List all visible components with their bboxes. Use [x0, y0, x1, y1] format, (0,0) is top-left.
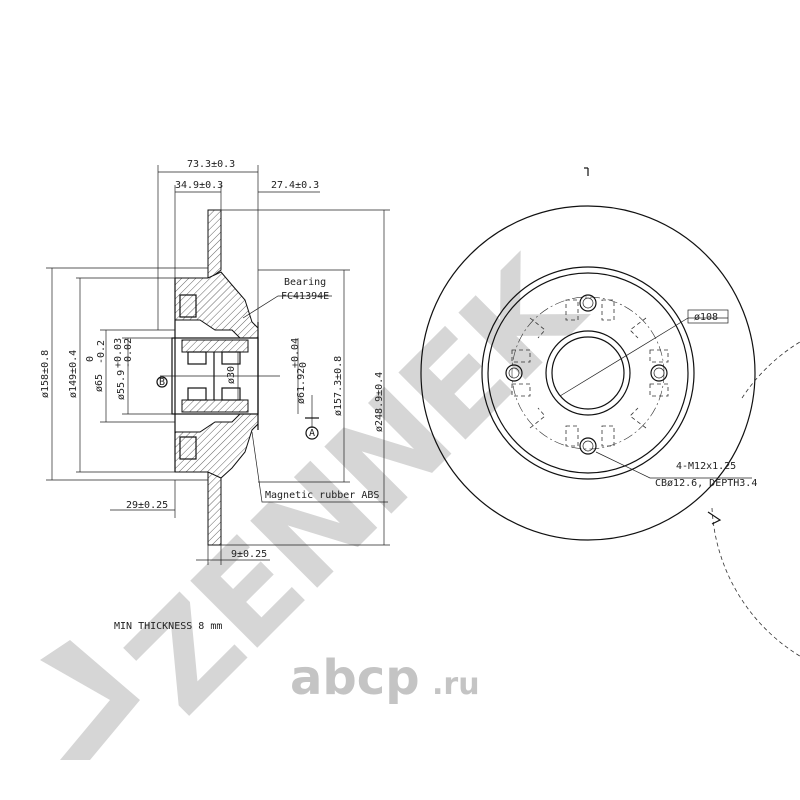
- bearing-race-top: [181, 339, 249, 353]
- dim-disc-thickness: 9±0.25: [231, 549, 267, 560]
- dim-bore-main: ø65: [94, 374, 105, 392]
- dim-bore-main-tol-upper: 0: [85, 356, 96, 362]
- bearing-label: Bearing: [284, 277, 326, 288]
- dim-bore-inner-tol-upper: +0.03: [113, 338, 124, 368]
- dim-disc-diameter: ø248.9±0.4: [374, 372, 385, 432]
- dim-pcd: ø108: [694, 312, 718, 323]
- dim-total-width: 73.3±0.3: [187, 159, 235, 170]
- roller-4: [221, 387, 241, 401]
- thread-label: 4-M12x1.25: [676, 461, 736, 472]
- marker-a: [305, 426, 319, 440]
- min-thickness-note: MIN THICKNESS 8 mm: [114, 621, 222, 632]
- dim-abs-diameter: ø157.3±0.8: [333, 356, 344, 416]
- dim-bearing-seat-tol-lower: 0: [298, 362, 309, 368]
- dim-flange-thickness: 29±0.25: [126, 500, 168, 511]
- marker-a-label: A: [309, 428, 315, 439]
- dimension-text: 73.3±0.3 34.9±0.3 27.4±0.3 ø158±0.8 ø149…: [40, 159, 385, 632]
- hat-inner-circle: [487, 272, 689, 474]
- dim-bore-inner: ø55.9: [116, 370, 127, 400]
- stud-hole-top: [179, 294, 197, 318]
- abcp-logo: abcp .ru: [290, 650, 480, 706]
- bolt-holes: [505, 294, 668, 455]
- dim-bearing-seat-tol-upper: +0.04: [290, 338, 301, 368]
- dim-seat-diameter: ø149±0.4: [68, 350, 79, 398]
- roller-2: [221, 351, 241, 365]
- bearing-race-bottom: [181, 399, 249, 413]
- marker-b: [156, 376, 168, 388]
- bearing-code: FC41394E: [281, 291, 329, 302]
- dim-shaft: ø30: [226, 366, 237, 384]
- section-view: B A: [156, 209, 319, 546]
- dim-bore-main-tol-lower: -0.2: [96, 340, 107, 364]
- abs-label: Magnetic rubber ABS: [265, 490, 379, 501]
- hat-pockets: [511, 299, 669, 447]
- logo-text: abcp: [290, 650, 420, 706]
- stud-hole-bottom: [179, 436, 197, 460]
- hat-outer-circle: [481, 266, 695, 480]
- disc-ring-top: [207, 209, 222, 282]
- hub-body-bottom: [174, 413, 259, 479]
- dim-bearing-seat: ø61.92: [296, 368, 307, 404]
- marker-b-label: B: [159, 377, 165, 388]
- dim-outer-diameter: ø158±0.8: [40, 350, 51, 398]
- hub-body-top: [174, 271, 259, 339]
- watermark-chevron: [40, 640, 140, 760]
- roller-1: [187, 351, 207, 365]
- disc-outer-edge: [420, 205, 756, 541]
- front-view-text: ø108 4-M12x1.25 CBø12.6, DEPTH3.4: [655, 312, 757, 489]
- pcd-label-box: [687, 309, 729, 324]
- center-bore-inner: [551, 336, 625, 410]
- logo-suffix: .ru: [432, 667, 480, 702]
- friction-ring-arc: [711, 341, 800, 657]
- center-bore-outer: [545, 330, 631, 416]
- dim-bore-inner-tol-lower: -0.02: [123, 338, 134, 368]
- counterbore-label: CBø12.6, DEPTH3.4: [655, 478, 757, 489]
- dim-hub-offset: 27.4±0.3: [271, 180, 319, 191]
- dimension-lines: [46, 165, 390, 565]
- front-view: [420, 167, 800, 657]
- dim-flange-offset: 34.9±0.3: [175, 180, 223, 191]
- roller-3: [187, 387, 207, 401]
